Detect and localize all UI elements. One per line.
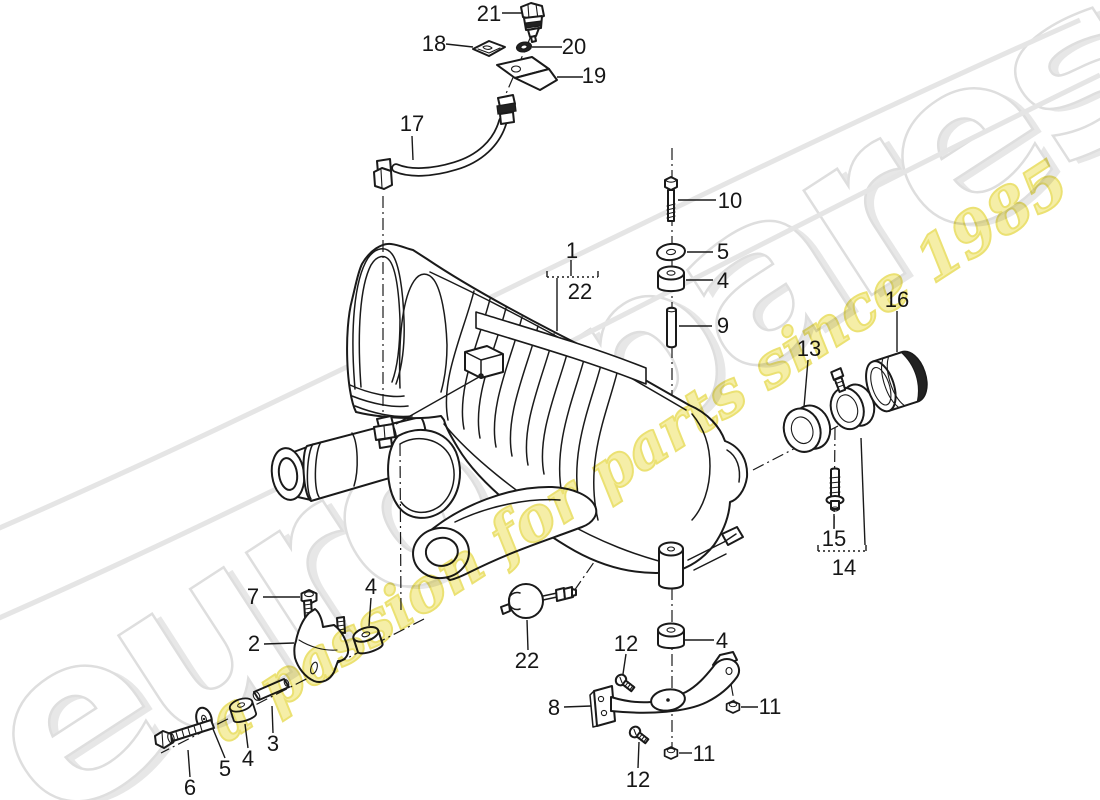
spacer-pin-9 [666,306,677,349]
sensor-bracket [496,56,558,91]
pin-3 [252,678,290,701]
leader-lines [187,12,898,778]
sensor-gasket [472,40,506,57]
clamp [829,367,876,431]
screw-12-upper [612,671,638,695]
muffler-body [346,242,749,574]
washer-5-right [656,242,686,262]
vacuum-hose [373,94,517,190]
flap-housing-box [464,345,504,379]
bolt-6 [154,719,215,749]
sensor-washer [515,41,533,53]
mount-boss [658,541,684,590]
clamp-screw [830,367,847,393]
tailpipe-16 [865,350,928,413]
front-corner-panel [387,428,461,519]
bolt-10 [664,176,678,222]
bolt-15 [825,467,845,512]
sensor-boss [373,373,484,449]
bracket-8 [589,651,741,728]
nut-11-right [725,700,741,714]
ring-13 [782,404,832,453]
tailpipe-elbow [412,485,598,581]
actuator-22 [500,583,577,619]
bushing-4-right [657,265,685,293]
group-bracket-1-22 [546,260,599,331]
bushing-4-bottom [657,622,685,650]
group-bracket-14-15 [817,437,867,552]
bracket-2 [293,599,350,683]
oxygen-sensor [520,2,545,43]
nut-11-bottom [663,746,679,760]
